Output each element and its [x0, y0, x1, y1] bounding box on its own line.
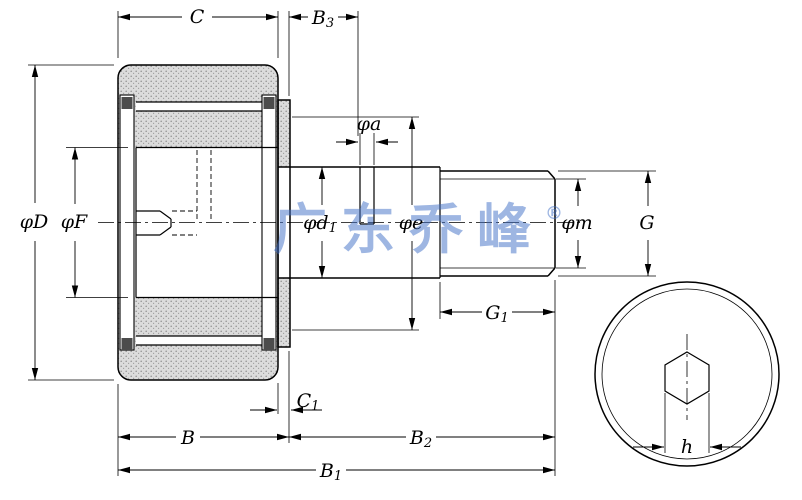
flange-collar [277, 99, 291, 348]
extension-lines [28, 11, 710, 476]
stud-shaft [135, 146, 441, 299]
dim-label-C1: C1 [297, 390, 320, 414]
raceway-strips [136, 102, 262, 345]
dim-label-phi-e: φe [399, 212, 424, 234]
seal-marks [121, 97, 275, 350]
dim-label-phi-a: φa [357, 113, 382, 135]
threaded-end [440, 170, 556, 277]
grease-center-hole [136, 150, 212, 236]
dimension-labels: C B3 φa φD φF φd1 φe φm G G1 C1 B B2 B1 … [20, 6, 693, 484]
dim-label-G: G [639, 212, 654, 234]
dim-label-phi-F: φF [61, 211, 88, 233]
watermark-text: 广东乔峰® [273, 198, 563, 261]
dim-label-phi-d1: φd1 [303, 212, 337, 236]
end-view [594, 281, 780, 467]
dim-label-B: B [180, 427, 195, 449]
dim-label-B2: B2 [409, 427, 432, 451]
dim-label-C: C [190, 6, 205, 28]
dim-label-phi-m: φm [561, 212, 592, 234]
dim-label-B3: B3 [311, 7, 334, 31]
dimension-lines [31, 13, 741, 474]
dim-label-phi-D: φD [20, 211, 49, 233]
end-view-chamfer-circle [601, 288, 773, 460]
dim-label-B1: B1 [319, 460, 342, 484]
dim-label-h: h [681, 436, 693, 458]
end-view-outer-circle [594, 281, 780, 467]
oil-hole [359, 133, 375, 225]
dim-label-G1: G1 [485, 302, 508, 326]
